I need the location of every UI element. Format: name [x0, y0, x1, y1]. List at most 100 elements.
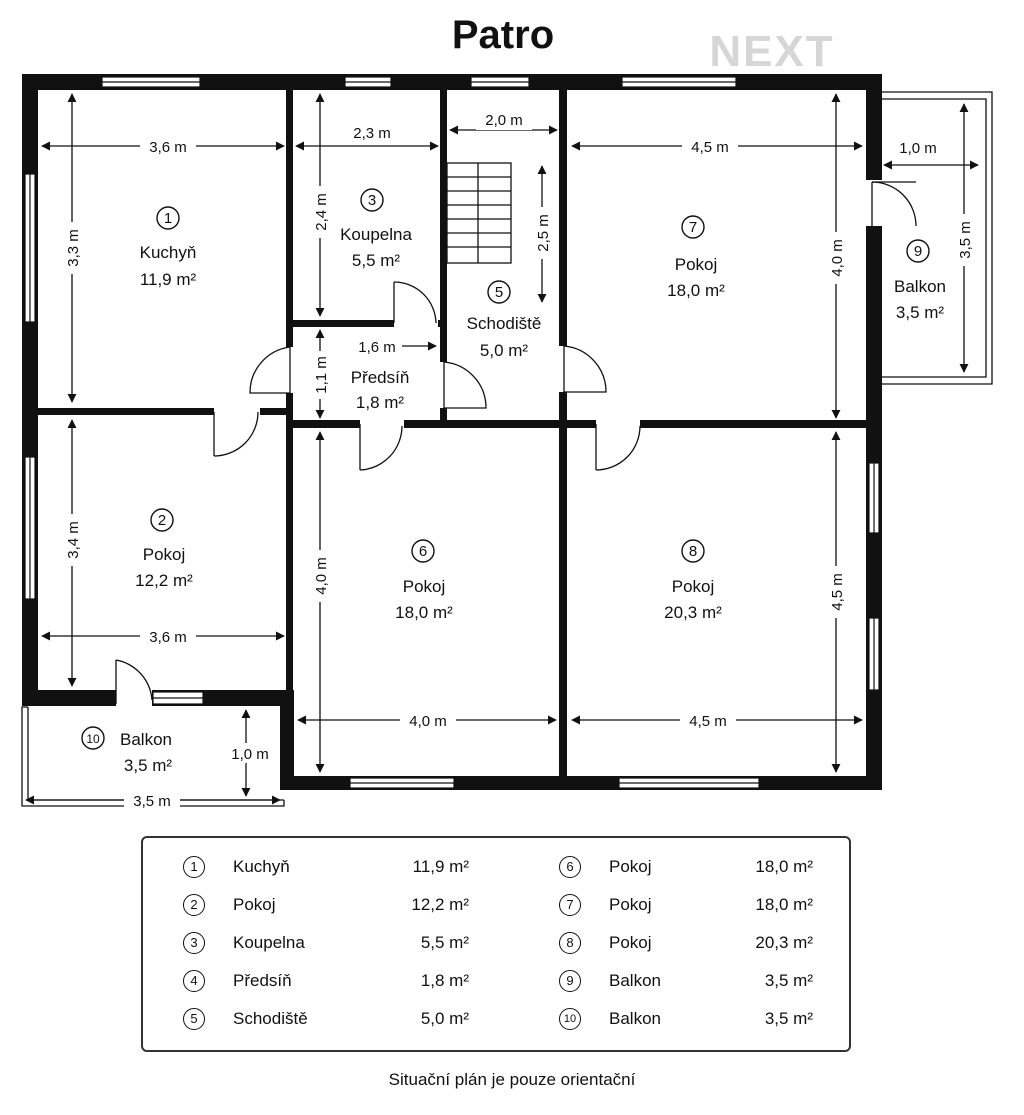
dim-room7-width: 4,5 m: [691, 139, 729, 156]
legend-number: 9: [559, 970, 581, 992]
footnote: Situační plán je pouze orientační: [388, 1070, 636, 1089]
legend-number: 4: [183, 970, 205, 992]
room-1-number: 1: [164, 210, 172, 227]
legend-number: 5: [183, 1008, 205, 1030]
room-10-area: 3,5 m²: [124, 756, 173, 775]
room-6-number: 6: [419, 543, 427, 560]
legend-row: 9 Balkon 3,5 m²: [559, 970, 813, 996]
room-10-number: 10: [86, 732, 100, 746]
dim-kitchen-height: 3,3 m: [65, 229, 82, 267]
legend-row: 5 Schodiště 5,0 m²: [183, 1008, 469, 1034]
dim-room2-width: 3,6 m: [149, 629, 187, 646]
dim-balc9-height: 3,5 m: [957, 221, 974, 259]
legend-room-area: 5,0 m²: [420, 1009, 469, 1028]
room-5-name: Schodiště: [467, 314, 542, 333]
legend-room-name: Koupelna: [233, 933, 305, 952]
legend-number: 10: [559, 1008, 581, 1030]
dim-room2-height: 3,4 m: [65, 521, 82, 559]
room-5-area: 5,0 m²: [480, 341, 529, 360]
legend-number: 7: [559, 894, 581, 916]
dim-room7-height: 4,0 m: [829, 239, 846, 277]
legend-row: 4 Předsíň 1,8 m²: [183, 970, 469, 996]
dim-room6-height: 4,0 m: [313, 557, 330, 595]
legend-room-area: 5,5 m²: [420, 933, 469, 952]
room-3-number: 3: [368, 192, 376, 209]
legend-room-area: 1,8 m²: [420, 971, 469, 990]
legend-number: 1: [183, 856, 205, 878]
room-9-number: 9: [914, 243, 922, 260]
floor-plan: Patro NEXT: [21, 13, 993, 810]
legend-row: 2 Pokoj 12,2 m²: [183, 894, 469, 920]
room-4-area: 1,8 m²: [356, 393, 405, 412]
dim-hall-height: 1,1 m: [313, 356, 330, 394]
dim-kitchen-width: 3,6 m: [149, 139, 187, 156]
room-1-area: 11,9 m²: [140, 270, 197, 289]
dim-balc9-width: 1,0 m: [899, 140, 937, 157]
legend-room-area: 3,5 m²: [764, 971, 813, 990]
room-7-area: 18,0 m²: [667, 281, 725, 300]
legend-number: 6: [559, 856, 581, 878]
room-4-name: Předsíň: [351, 368, 410, 387]
walls: [22, 74, 882, 790]
legend-room-name: Předsíň: [233, 971, 292, 990]
dim-bath-height: 2,4 m: [313, 193, 330, 231]
legend-row: 7 Pokoj 18,0 m²: [559, 894, 813, 920]
room-8-area: 20,3 m²: [664, 603, 722, 622]
room-7-name: Pokoj: [675, 255, 718, 274]
dim-room8-width: 4,5 m: [689, 713, 727, 730]
legend-room-name: Kuchyň: [233, 857, 290, 876]
doors: [115, 180, 917, 707]
room-6-area: 18,0 m²: [395, 603, 453, 622]
legend-room-area: 12,2 m²: [411, 895, 469, 914]
room-8-number: 8: [689, 543, 697, 560]
room-9-area: 3,5 m²: [896, 303, 945, 322]
legend-room-area: 18,0 m²: [755, 857, 813, 876]
legend-number: 8: [559, 932, 581, 954]
legend-row: 10 Balkon 3,5 m²: [559, 1008, 813, 1034]
dim-room6-width: 4,0 m: [409, 713, 447, 730]
legend-room-name: Balkon: [609, 971, 661, 990]
room-2-name: Pokoj: [143, 545, 186, 564]
room-5-number: 5: [495, 284, 503, 301]
room-10-name: Balkon: [120, 730, 172, 749]
legend-number: 2: [183, 894, 205, 916]
room-8-name: Pokoj: [672, 577, 715, 596]
legend-number: 3: [183, 932, 205, 954]
room-2-area: 12,2 m²: [135, 571, 193, 590]
room-3-name: Koupelna: [340, 225, 412, 244]
legend-room-name: Pokoj: [609, 933, 652, 952]
legend-room-area: 18,0 m²: [755, 895, 813, 914]
legend-room-name: Balkon: [609, 1009, 661, 1028]
legend-room-area: 20,3 m²: [755, 933, 813, 952]
dimension-labels: 3,6 m 3,3 m 2,3 m 2,4 m 2,0 m 2,5 m 4,5 …: [62, 110, 974, 810]
area-legend: 1 Kuchyň 11,9 m² 2 Pokoj 12,2 m² 3 Koupe…: [141, 836, 851, 1052]
room-7-number: 7: [689, 219, 697, 236]
legend-room-name: Pokoj: [233, 895, 276, 914]
dim-stair-width: 2,0 m: [485, 112, 523, 129]
legend-row: 8 Pokoj 20,3 m²: [559, 932, 813, 958]
dim-room8-height: 4,5 m: [829, 573, 846, 611]
legend-room-area: 11,9 m²: [412, 857, 469, 876]
room-3-area: 5,5 m²: [352, 251, 401, 270]
room-label-texts: 1 Kuchyň 11,9 m² 3 Koupelna 5,5 m² 5 Sch…: [86, 192, 946, 775]
room-9-name: Balkon: [894, 277, 946, 296]
room-labels: [81, 188, 930, 750]
dim-balc10-height: 1,0 m: [231, 746, 269, 763]
room-1-name: Kuchyň: [140, 243, 197, 262]
dim-stair-height: 2,5 m: [535, 214, 552, 252]
balcony-9-outline: [880, 91, 993, 385]
dim-bath-width: 2,3 m: [353, 125, 391, 142]
dim-balc10-width: 3,5 m: [133, 793, 171, 810]
staircase: [446, 162, 512, 264]
brand-logo: NEXT: [709, 27, 834, 76]
legend-room-name: Pokoj: [609, 895, 652, 914]
room-2-number: 2: [158, 512, 166, 529]
legend-room-name: Schodiště: [233, 1009, 308, 1028]
legend-row: 3 Koupelna 5,5 m²: [183, 932, 469, 958]
legend-row: 6 Pokoj 18,0 m²: [559, 856, 813, 882]
legend-row: 1 Kuchyň 11,9 m²: [183, 856, 469, 882]
windows: [24, 76, 880, 789]
legend-room-name: Pokoj: [609, 857, 652, 876]
plan-title: Patro: [452, 13, 554, 57]
dim-hall-width: 1,6 m: [358, 339, 396, 356]
